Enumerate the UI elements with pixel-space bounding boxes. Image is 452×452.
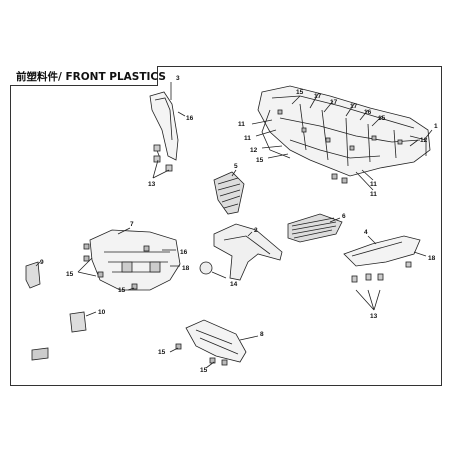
lower-skid-panel [169, 319, 259, 369]
callout-12b: 12 [250, 147, 258, 154]
side-trim-right [343, 235, 427, 311]
callout-11b: 11 [244, 135, 251, 142]
callout-16c: 16 [180, 249, 188, 256]
diagram-frame [10, 66, 442, 386]
callout-16: 16 [186, 115, 194, 122]
callout-2: 2 [254, 227, 258, 234]
callout-7: 7 [130, 221, 134, 228]
callout-1: 1 [434, 123, 438, 130]
callout-15e: 15 [118, 287, 126, 294]
callout-14: 14 [230, 281, 238, 288]
headlight-cover [199, 223, 283, 281]
title-box: 前塑料件/ FRONT PLASTICS [10, 66, 166, 86]
callout-11: 11 [238, 121, 245, 128]
callout-15g: 15 [200, 367, 208, 374]
callout-6: 6 [342, 213, 346, 220]
callout-9: 9 [40, 259, 44, 266]
diagram-title: 前塑料件/ FRONT PLASTICS [16, 71, 166, 83]
vent-grille-right [287, 213, 343, 243]
callout-3: 3 [176, 75, 180, 82]
front-fender-frame [251, 85, 433, 191]
callout-13b: 13 [370, 313, 378, 320]
callout-13: 13 [148, 181, 156, 188]
callout-15c: 15 [256, 157, 264, 164]
callout-labels: 3 16 13 1 12 15 17 17 17 16 15 11 11 12 … [40, 75, 438, 374]
callout-12: 12 [420, 137, 428, 144]
callout-15b: 15 [378, 115, 386, 122]
loose-tag [31, 347, 49, 361]
callout-5: 5 [234, 163, 238, 170]
side-trim-left [149, 82, 186, 179]
small-bracket [69, 311, 97, 333]
callout-16b: 16 [364, 109, 372, 116]
callout-15d: 15 [66, 271, 74, 278]
callout-11d: 11 [370, 191, 377, 198]
callout-18b: 18 [428, 255, 436, 262]
callout-17: 17 [314, 93, 322, 100]
front-bumper-panel [77, 227, 181, 291]
callout-8: 8 [260, 331, 264, 338]
callout-11c: 11 [370, 181, 377, 188]
callout-18: 18 [182, 265, 190, 272]
callout-10: 10 [98, 309, 106, 316]
reflector [25, 261, 41, 289]
callout-4: 4 [364, 229, 368, 236]
callout-15: 15 [296, 89, 304, 96]
vent-grille-left [213, 169, 245, 215]
callout-17c: 17 [350, 103, 358, 110]
callout-17b: 17 [330, 99, 338, 106]
callout-15f: 15 [158, 349, 166, 356]
